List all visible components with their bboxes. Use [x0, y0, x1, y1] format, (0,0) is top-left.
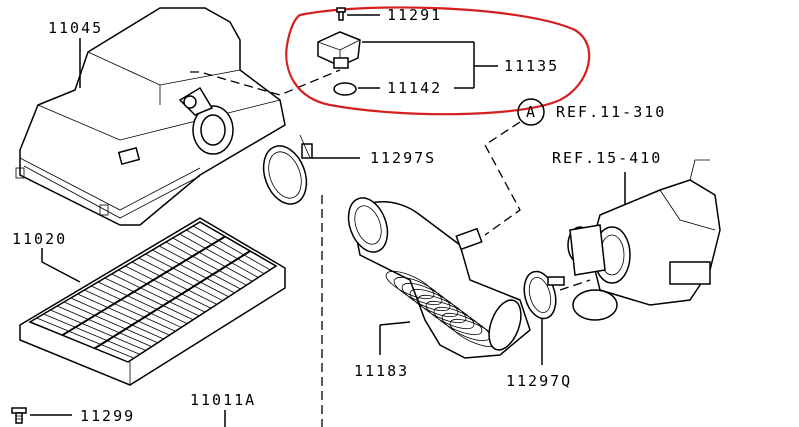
- label-11045: 11045: [48, 19, 103, 37]
- airflow-sensor: [317, 31, 361, 69]
- label-11020: 11020: [12, 230, 67, 248]
- label-11297q: 11297Q: [506, 372, 572, 390]
- throttle-body: [567, 159, 721, 321]
- label-11011a: 11011A: [190, 391, 256, 409]
- label-11142: 11142: [387, 79, 442, 97]
- bolt-11299-icon: [11, 407, 27, 424]
- hose-clamp-11297s: [262, 134, 313, 205]
- label-11291: 11291: [387, 6, 442, 24]
- label-ref-11-310: REF.11-310: [556, 103, 666, 121]
- air-filter-element: [19, 217, 286, 386]
- ref-a-circle: [517, 98, 545, 126]
- intake-hose: [347, 197, 531, 359]
- label-11135: 11135: [504, 57, 559, 75]
- label-11297s: 11297S: [370, 149, 436, 167]
- hose-clamp-11297q: [523, 270, 565, 320]
- label-11183: 11183: [354, 362, 409, 380]
- o-ring-11142-icon: [333, 82, 357, 96]
- label-ref-15-410: REF.15-410: [552, 149, 662, 167]
- highlight-circle: [285, 6, 591, 116]
- air-cleaner-cover: [15, 7, 286, 226]
- label-11299: 11299: [80, 407, 135, 425]
- label-ref-a: A: [526, 103, 535, 121]
- screw-11291-icon: [336, 7, 346, 21]
